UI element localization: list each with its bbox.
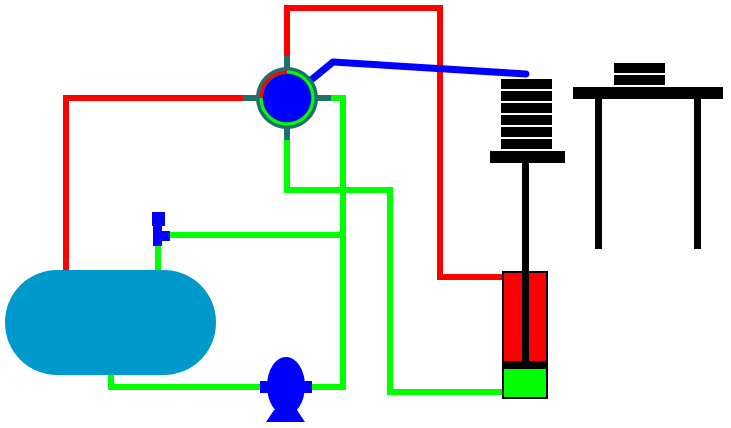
- weight-stack-icon: [501, 79, 552, 149]
- hydraulic-cylinder[interactable]: [502, 163, 548, 399]
- weight-plate: [501, 139, 552, 149]
- table-leg-right: [694, 99, 701, 249]
- valve-port-right: [317, 95, 331, 101]
- valve-port-bottom: [284, 126, 290, 140]
- pump-base: [266, 410, 305, 422]
- spare-table[interactable]: [573, 63, 723, 249]
- valve-lever-arm: [301, 58, 530, 89]
- weight-plate: [501, 103, 552, 113]
- return-line-valve-bottom: [284, 128, 504, 395]
- relief-valve-cap: [152, 212, 165, 226]
- rotary-valve-icon: [263, 74, 311, 122]
- relief-valve-port: [160, 231, 170, 241]
- pump[interactable]: [260, 357, 312, 422]
- table-weight-plate: [614, 75, 665, 85]
- pressure-line-tank-to-valve: [63, 95, 250, 270]
- pump-port-left: [260, 381, 270, 393]
- return-lines: [108, 95, 504, 395]
- pump-port-right: [302, 381, 312, 393]
- valve-port-left: [243, 95, 257, 101]
- reservoir-tank-icon: [5, 270, 216, 375]
- table-weight-plate: [614, 63, 665, 73]
- rotary-valve[interactable]: [243, 56, 331, 140]
- return-line-valve-right: [304, 95, 346, 390]
- relief-valve[interactable]: [152, 212, 170, 246]
- cylinder-piston: [504, 361, 546, 369]
- pressure-line-valve-to-cylinder: [284, 5, 504, 280]
- table-icon: [573, 87, 723, 99]
- cylinder-return-chamber: [504, 369, 546, 397]
- pump-icon: [267, 357, 305, 415]
- valve-port-top: [284, 56, 290, 70]
- lift-platform-plate: [490, 151, 565, 163]
- table-leg-left: [595, 99, 602, 249]
- relief-valve-icon: [153, 224, 162, 246]
- hydraulic-cylinder-icon: [522, 163, 529, 363]
- valve-red-arc: [259, 70, 288, 99]
- weight-plate: [501, 79, 552, 89]
- return-line-pump-to-tank: [108, 372, 268, 390]
- weight-plate: [501, 91, 552, 101]
- weight-plate: [501, 127, 552, 137]
- lift-platform[interactable]: [490, 79, 565, 163]
- weight-plate: [501, 115, 552, 125]
- pressure-lines: [63, 5, 504, 280]
